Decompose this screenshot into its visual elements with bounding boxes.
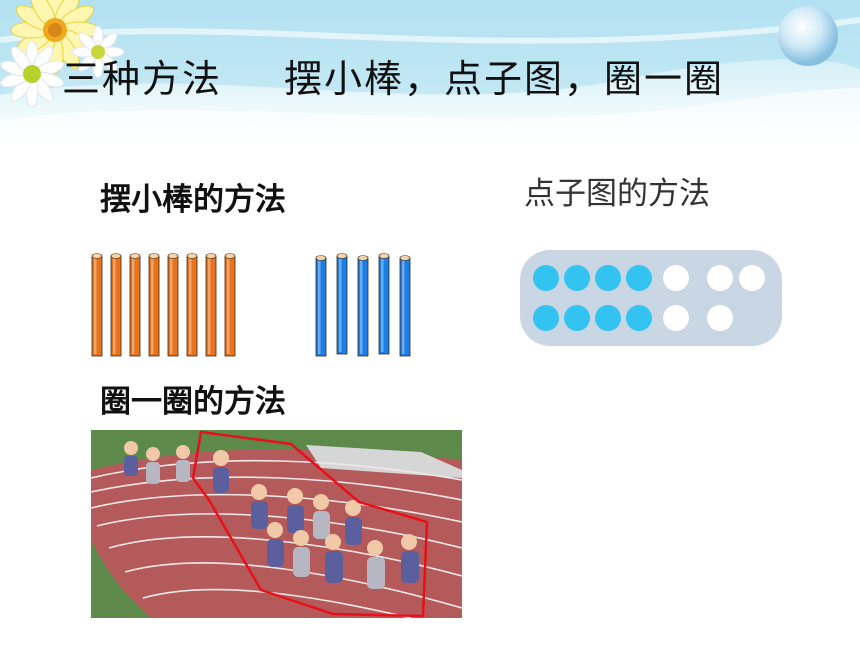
dot-filled-r2-c3 (595, 305, 621, 331)
dot-empty-r1-c6 (707, 265, 733, 291)
dots-method-label: 点子图的方法 (524, 176, 710, 212)
orange-stick-6 (186, 253, 198, 357)
title-part-2: 摆小棒，点子图，圈一圈 (284, 57, 725, 101)
bubble-decoration (778, 6, 838, 66)
circle-outline (191, 430, 429, 618)
orange-stick-1 (91, 253, 103, 357)
dot-filled-r1-c1 (533, 265, 559, 291)
dot-diagram (520, 250, 782, 346)
orange-stick-4 (148, 253, 160, 357)
header-wave-decoration (0, 0, 860, 150)
orange-stick-2 (110, 253, 122, 357)
circle-method-label: 圈一圈的方法 (100, 384, 286, 420)
title-part-1: 三种方法 (62, 57, 223, 101)
dot-empty-r1-c7 (739, 265, 765, 291)
orange-stick-3 (129, 253, 141, 357)
dot-filled-r1-c2 (564, 265, 590, 291)
dot-filled-r2-c2 (564, 305, 590, 331)
dot-empty-r1-c5 (663, 265, 689, 291)
dot-filled-r1-c3 (595, 265, 621, 291)
dot-filled-r2-c4 (626, 305, 652, 331)
dot-panel-background (520, 250, 782, 346)
sticks-method-label: 摆小棒的方法 (100, 182, 286, 218)
orange-stick-5 (167, 253, 179, 357)
daisy-flowers-decoration (0, 0, 125, 108)
blue-stick-2 (336, 253, 348, 355)
page-title: 三种方法 摆小棒，点子图，圈一圈 (62, 53, 822, 105)
running-track-illustration (91, 430, 462, 618)
blue-stick-4 (378, 253, 390, 355)
header-banner (0, 0, 860, 150)
orange-stick-7 (205, 253, 217, 357)
dot-filled-r2-c1 (533, 305, 559, 331)
dot-empty-r2-c6 (707, 305, 733, 331)
blue-stick-5 (399, 255, 411, 357)
dot-empty-r2-c5 (663, 305, 689, 331)
dot-filled-r1-c4 (626, 265, 652, 291)
counting-sticks (91, 253, 411, 357)
orange-stick-8 (224, 253, 236, 357)
blue-stick-3 (357, 255, 369, 357)
blue-stick-1 (315, 255, 327, 357)
runners-group (124, 441, 419, 589)
